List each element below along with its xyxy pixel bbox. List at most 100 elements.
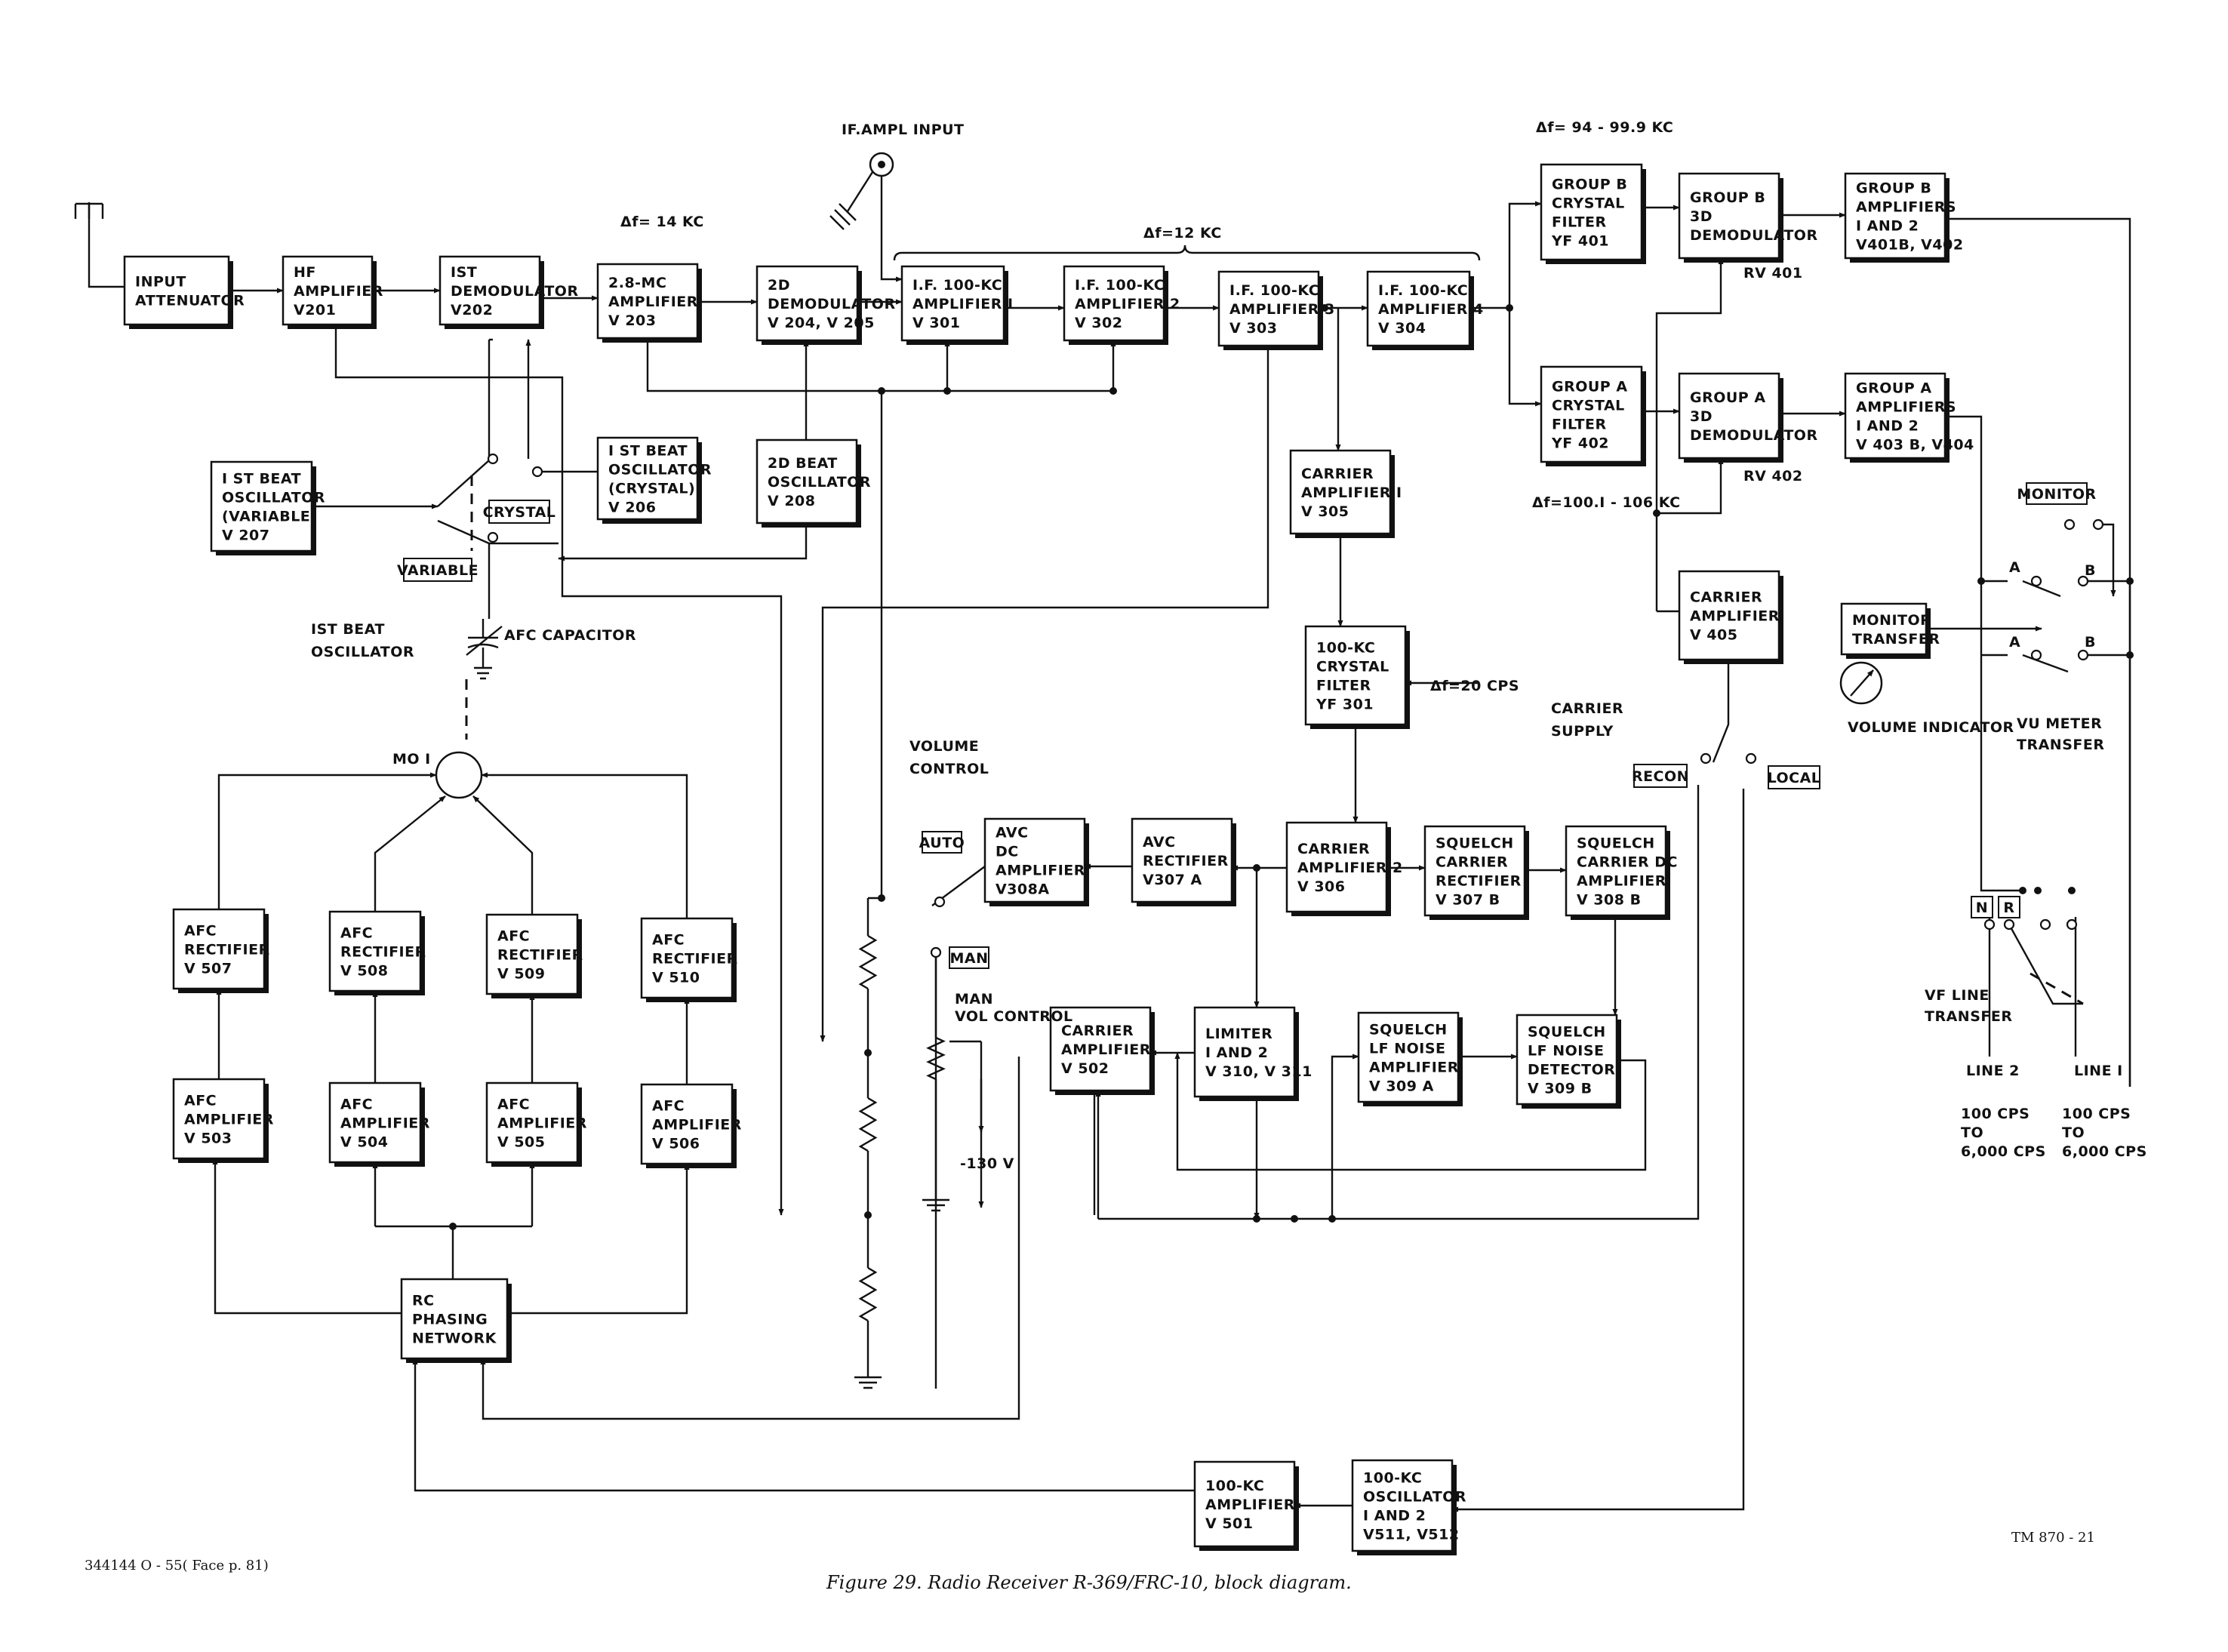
carrier-amplifier-1-line-2: AMPLIFIER I [1301, 485, 1402, 501]
label-line2-r3: 6,000 CPS [1961, 1143, 2046, 1160]
label-rv402: RV 402 [1743, 468, 1803, 485]
afc-rectifier-v510-line-2: RECTIFIER [652, 951, 738, 968]
carrier-amplifier-v405-line-1: CARRIER [1690, 589, 1762, 606]
second-beat-oscillator-line-3: V 208 [768, 493, 815, 509]
tag-r-text: R [2003, 900, 2014, 916]
first-beat-oscillator-variable-line-1: I ST BEAT [222, 471, 301, 488]
switch-contact-6 [1700, 752, 1712, 764]
junction-dot-16 [1977, 577, 1985, 585]
squelch-carrier-dc-amplifier-line-3: AMPLIFIER [1577, 873, 1666, 890]
junction-dot-6 [878, 894, 885, 902]
squelch-carrier-rectifier-line-4: V 307 B [1436, 892, 1500, 909]
if-amplifier-3-line-3: V 303 [1229, 320, 1277, 337]
if-amplifier-2-line-2: AMPLIFIER 2 [1075, 296, 1180, 312]
label-line2: LINE 2 [1966, 1063, 2020, 1079]
tag-variable-text: VARIABLE [397, 562, 479, 579]
avc-rectifier-line-3: V307 A [1143, 872, 1202, 888]
group-b-crystal-filter-line-1: GROUP B [1552, 177, 1627, 193]
wire-19 [1945, 415, 1983, 829]
group-b-crystal-filter-line-2: CRYSTAL [1552, 195, 1625, 212]
wire-13 [1508, 308, 1542, 407]
if-amplifier-4-line-2: AMPLIFIER 4 [1378, 301, 1484, 318]
switch-contact-12 [2063, 518, 2076, 531]
wire-79 [412, 1358, 1195, 1492]
wire-94 [2008, 924, 2083, 1005]
amplifier-100kc-line-2: AMPLIFIER [1205, 1497, 1295, 1513]
tag-monitor-text: MONITOR [2017, 486, 2096, 503]
if-amplifier-4-line-3: V 304 [1378, 320, 1426, 337]
first-beat-oscillator-crystal-line-2: OSCILLATOR [608, 462, 712, 478]
if-amplifier-1-line-1: I.F. 100-KC [912, 277, 1002, 294]
junction-dot-10 [1328, 1215, 1336, 1223]
tag-local-text: LOCAL [1768, 770, 1821, 786]
label-a-bot: A [2009, 634, 2020, 651]
limiter-line-2: I AND 2 [1205, 1044, 1268, 1061]
wire-67 [212, 1158, 402, 1315]
afc-amplifier-v505-line-2: AMPLIFIER [497, 1115, 587, 1132]
label-first-beat-osc-2: OSCILLATOR [311, 644, 414, 660]
switch-contact-10 [2030, 649, 2042, 661]
wire-22 [1655, 257, 1724, 513]
amplifier-2-8mc-line-3: V 203 [608, 312, 656, 329]
wire-32 [558, 523, 808, 561]
first-demodulator-line-2: DEMODULATOR [451, 283, 579, 300]
squelch-carrier-rectifier-line-2: CARRIER [1436, 854, 1508, 871]
input-attenuator-line-2: ATTENUATOR [135, 293, 245, 309]
crystal-filter-100kc-line-1: 100-KC [1316, 640, 1375, 657]
afc-amplifier-v504-line-2: AMPLIFIER [340, 1115, 430, 1132]
tag-man: MAN [949, 946, 989, 969]
group-a-3d-demodulator-line-2: 3D [1690, 408, 1713, 425]
mechanical-link-3 [2030, 972, 2084, 1005]
hf-amplifier-line-1: HF [294, 264, 316, 281]
wire-38 [334, 325, 784, 1216]
switch-contact-9 [2077, 575, 2089, 587]
tag-crystal-text: CRYSTAL [483, 504, 556, 521]
tag-variable: VARIABLE [397, 558, 479, 582]
wire-88 [2022, 654, 2069, 673]
label-line1-r2: TO [2062, 1124, 2085, 1141]
label-volume-control-2: CONTROL [909, 761, 989, 777]
carrier-amplifier-1-line-3: V 305 [1301, 503, 1349, 520]
afc-rectifier-v510-line-3: V 510 [652, 970, 700, 986]
amplifier-2-8mc-line-2: AMPLIFIER [608, 294, 698, 310]
if-amplifier-2-line-1: I.F. 100-KC [1075, 277, 1165, 294]
tag-man-text: MAN [949, 950, 988, 967]
group-b-amplifiers-line-4: V401B, V402 [1856, 237, 1964, 254]
label-b-top: B [2085, 562, 2096, 579]
switch-contact-17 [2066, 918, 2078, 931]
limiter-line-1: LIMITER [1205, 1026, 1272, 1042]
label-volume-indicator: VOLUME INDICATOR [1848, 719, 2014, 736]
wire-68 [507, 1163, 690, 1315]
squelch-carrier-dc-amplifier-line-4: V 308 B [1577, 892, 1642, 909]
footer-tm-number: TM 870 - 21 [2011, 1530, 2095, 1546]
switch-contact-11 [2077, 649, 2089, 661]
tag-auto: AUTO [919, 831, 965, 854]
carrier-amplifier-v502-line-1: CARRIER [1061, 1023, 1134, 1039]
switch-contact-13 [2092, 518, 2104, 531]
amplifier-100kc-line-1: 100-KC [1205, 1478, 1264, 1494]
group-b-3d-demodulator-line-1: GROUP B [1690, 189, 1765, 206]
switch-contact-4 [934, 896, 946, 908]
figure-caption: Figure 29. Radio Receiver R-369/FRC-10, … [826, 1572, 1352, 1593]
junction-dot-8 [1253, 1215, 1260, 1223]
squelch-lf-noise-amplifier-line-3: AMPLIFIER [1369, 1060, 1459, 1076]
monitor-transfer-line-1: MONITOR [1852, 612, 1931, 629]
switch-contact-8 [2030, 575, 2042, 587]
wire-23 [1712, 660, 1730, 763]
squelch-lf-noise-detector-line-3: DETECTOR [1528, 1062, 1615, 1078]
